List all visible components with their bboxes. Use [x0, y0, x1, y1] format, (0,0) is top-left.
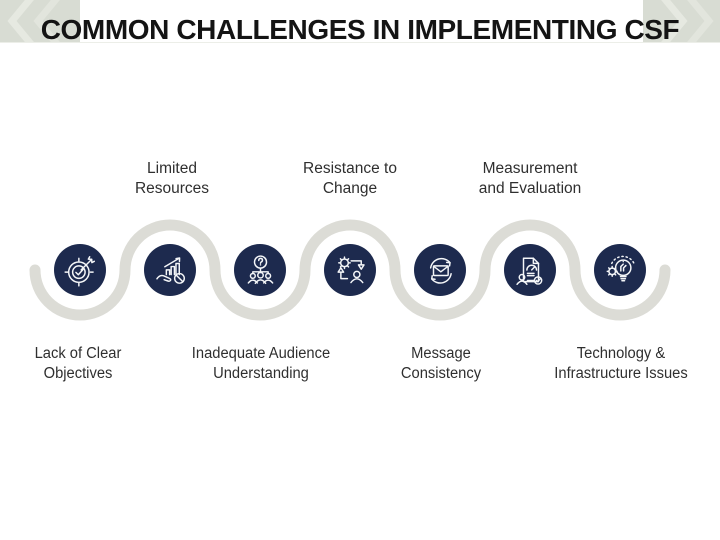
challenge-circle [594, 244, 646, 296]
chevron-pattern-left-icon [7, 0, 60, 42]
challenge-circle [414, 244, 466, 296]
chevron-pattern-right-icon [661, 0, 714, 42]
resources-chart-icon [155, 256, 185, 284]
audience-question-icon [247, 254, 273, 284]
challenge-label: Resistance to Change [303, 160, 397, 197]
challenge-label: Message Consistency [400, 345, 482, 382]
report-gauge-icon [515, 257, 542, 285]
challenge-label: Lack of Clear Objectives [34, 345, 122, 382]
envelope-refresh-icon [429, 257, 452, 284]
change-gear-person-icon [336, 255, 365, 283]
challenge-label: Inadequate Audience Understanding [191, 345, 331, 382]
challenge-circle [324, 244, 376, 296]
challenge-label: Measurement and Evaluation [478, 160, 582, 197]
challenge-circle [234, 244, 286, 296]
corner-decoration-right [643, 0, 720, 42]
challenge-circle [144, 244, 196, 296]
challenge-label: Technology & Infrastructure Issues [554, 345, 688, 382]
challenge-label: Limited Resources [134, 160, 210, 197]
target-dart-icon [63, 255, 95, 287]
header-divider [0, 42, 720, 43]
challenge-circle [54, 244, 106, 296]
challenge-circle [504, 244, 556, 296]
lightbulb-gear-icon [606, 255, 635, 282]
page-title: COMMON CHALLENGES IN IMPLEMENTING CSF [40, 14, 680, 45]
corner-decoration-left [0, 0, 80, 42]
